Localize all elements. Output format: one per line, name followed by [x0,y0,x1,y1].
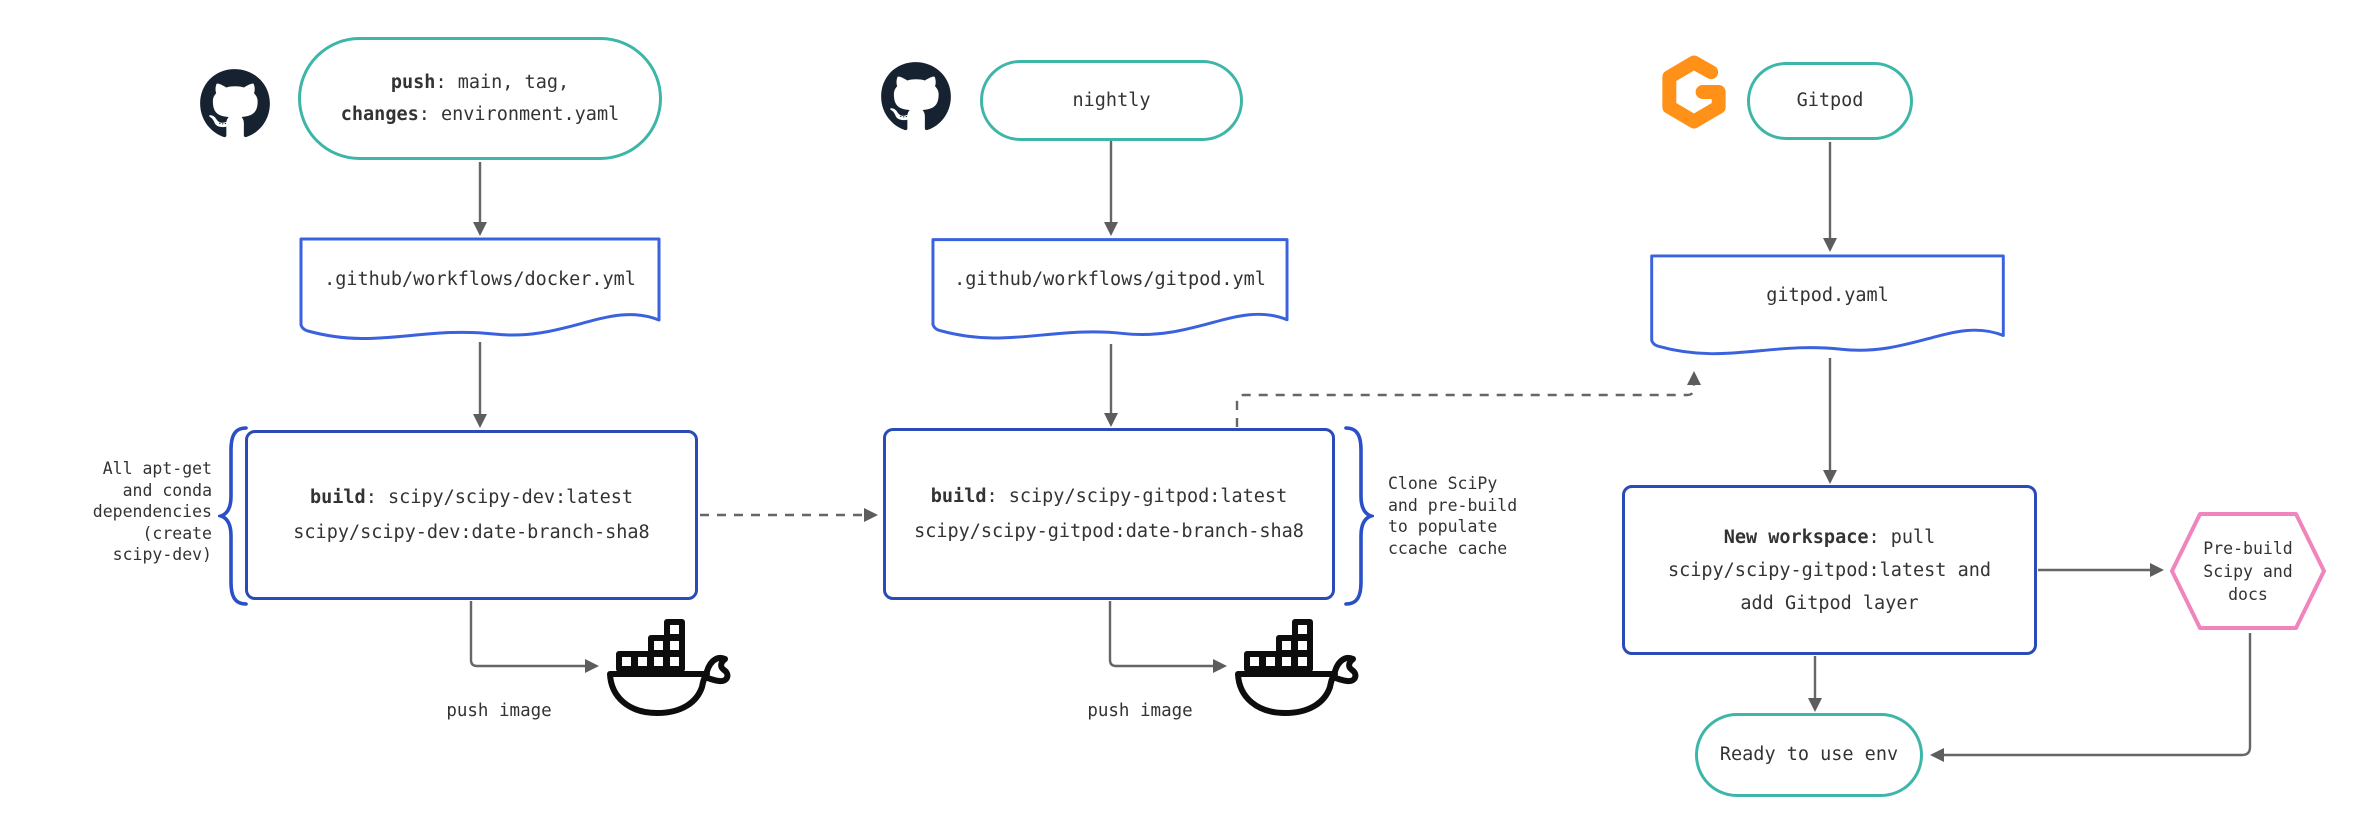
arrowhead-down-icon [1808,698,1822,712]
arrowhead-right-icon [864,508,878,522]
edge-build-to-docker-push [469,601,585,668]
build-line-2: scipy/scipy-dev:date-branch-sha8 [293,522,650,543]
build-line-2: scipy/scipy-gitpod:date-branch-sha8 [914,521,1304,542]
gitpod-config-filename: gitpod.yaml [1766,284,1889,306]
gitpod-workflow-filename: .github/workflows/gitpod.yml [954,268,1266,290]
trigger-line-1: push: main, tag, [390,71,570,93]
github-icon [200,69,270,138]
node-gitpod-workflow-file: .github/workflows/gitpod.yml [930,236,1290,348]
arrowhead-down-icon [1104,413,1118,427]
note-gitpod-prebuild: Clone SciPy and pre-build to populate cc… [1388,474,1518,558]
document-shape [931,238,1289,340]
prebuild-text: Pre-build Scipy and docs [2203,538,2293,604]
document-shape [299,237,661,341]
arrowhead-down-icon [1104,222,1118,236]
edge-build-to-docker-push-2 [1108,601,1213,668]
gitpod-push-label: push image [1087,701,1193,721]
docker-whale-icon [607,619,731,716]
edge-prebuild-to-ready [1944,633,2252,757]
edge-gitpod-build-to-gitpod-yaml-dashed [1235,385,1696,427]
node-docker-build: build: scipy/scipy-dev:latest scipy/scip… [245,430,698,600]
arrowhead-right-icon [1213,659,1227,673]
node-gitpod-yaml: gitpod.yaml [1648,253,2007,363]
docker-whale-icon [1235,619,1359,716]
arrowhead-down-icon [473,222,487,236]
left-brace-icon [218,426,248,606]
node-docker-trigger: push: main, tag, changes: environment.ya… [298,37,662,160]
arrowhead-down-icon [473,414,487,428]
arrowhead-left-icon [1930,748,1944,762]
node-prebuild-hexagon: Pre-build Scipy and docs [2168,510,2328,632]
workspace-line-2: scipy/scipy-gitpod:latest and [1667,559,1991,581]
document-shape [1650,254,2005,356]
node-new-workspace: New workspace: pull scipy/scipy-gitpod:l… [1622,485,2037,655]
arrowhead-right-icon [2150,563,2164,577]
github-icon [881,62,951,131]
workspace-line-1: New workspace: pull [1723,526,1936,548]
build-line-1: build: scipy/scipy-dev:latest [309,487,633,508]
workspace-line-3: add Gitpod layer [1740,592,1919,614]
docker-workflow-filename: .github/workflows/docker.yml [324,268,636,290]
arrowhead-down-icon [1823,238,1837,252]
build-line-1: build: scipy/scipy-gitpod:latest [930,486,1288,507]
arrowhead-up-icon [1687,371,1701,385]
node-ready-env: Ready to use env [1695,713,1923,797]
docker-push-label: push image [446,701,552,721]
node-docker-workflow-file: .github/workflows/docker.yml [298,236,662,348]
arrowhead-down-icon [1823,470,1837,484]
note-docker-dependencies: All apt-get and conda dependencies (crea… [92,459,212,564]
gitpod-icon [1662,55,1726,129]
node-nightly-trigger: nightly [980,60,1243,141]
hexagon-shape [2170,512,2326,630]
trigger-line-2: changes: environment.yaml [340,103,620,125]
right-brace-icon [1344,426,1374,606]
node-gitpod-build: build: scipy/scipy-gitpod:latest scipy/s… [883,428,1335,600]
node-gitpod-source: Gitpod [1747,62,1913,140]
arrowhead-right-icon [585,659,599,673]
